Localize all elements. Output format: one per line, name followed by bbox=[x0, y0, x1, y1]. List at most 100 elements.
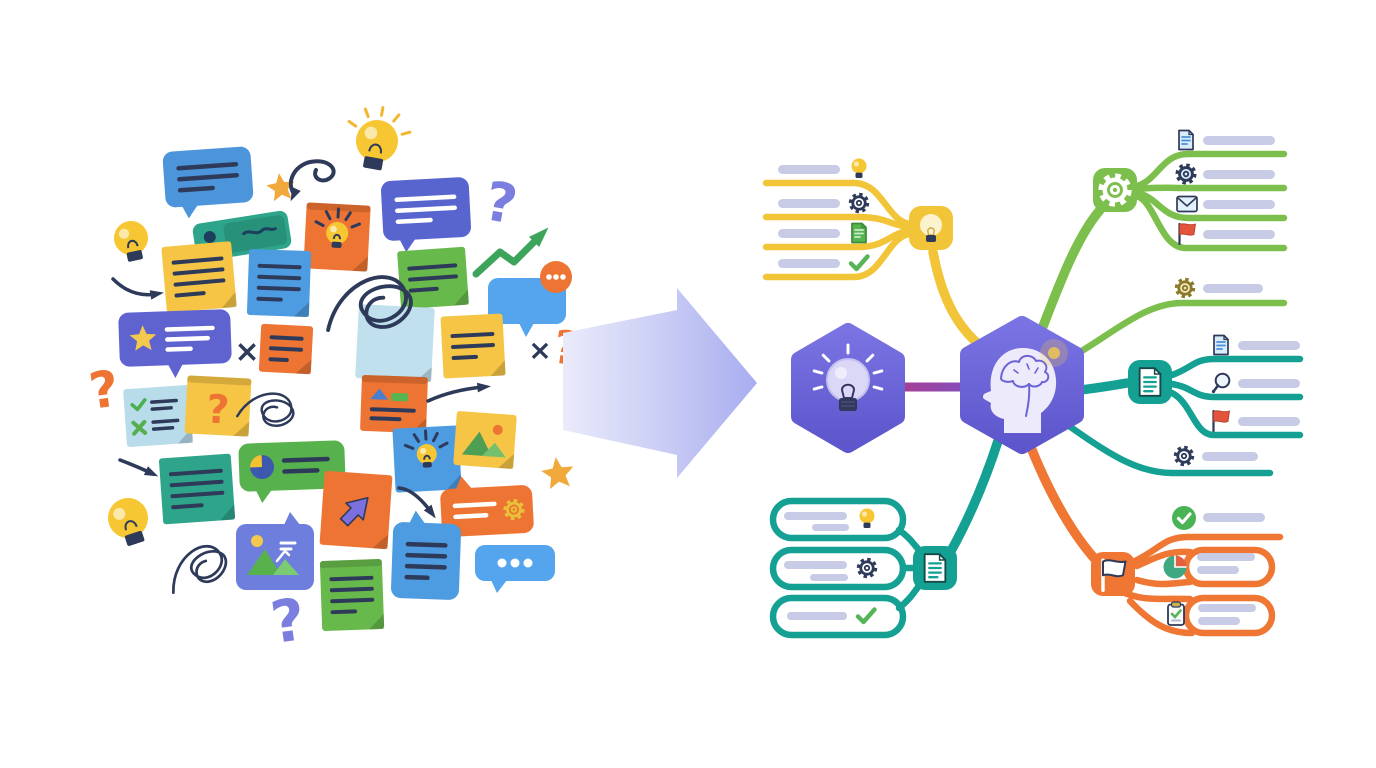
star-icon bbox=[541, 457, 574, 490]
curved-arrow bbox=[397, 486, 436, 519]
arrow-up-icon bbox=[339, 496, 369, 527]
check-green-icon bbox=[855, 607, 877, 625]
placeholder-text-bar bbox=[1203, 136, 1275, 145]
placeholder-text-bar bbox=[1198, 617, 1240, 625]
star-icon bbox=[266, 173, 295, 202]
placeholder-text-bar bbox=[1238, 341, 1300, 350]
branch-line bbox=[762, 213, 913, 231]
lightbulb-icon bbox=[108, 498, 148, 546]
lightbulb-icon bbox=[812, 343, 884, 411]
gear-navy-icon bbox=[856, 557, 878, 579]
gear-navy-icon bbox=[848, 192, 870, 214]
loop-arrow-icon bbox=[288, 159, 336, 202]
doc-blue-icon bbox=[1178, 129, 1194, 151]
lightbulb-icon bbox=[403, 429, 449, 468]
lightbulb-leaf-icon bbox=[859, 508, 875, 528]
check-green-icon bbox=[848, 254, 870, 272]
branch-top-left bbox=[762, 158, 953, 281]
check-circle-icon bbox=[1172, 506, 1196, 530]
lightbulb-icon bbox=[314, 207, 361, 248]
placeholder-text-bar bbox=[778, 199, 840, 208]
placeholder-text-bar bbox=[1238, 417, 1300, 426]
placeholder-text-bar bbox=[784, 512, 847, 520]
placeholder-text-bar bbox=[1238, 379, 1300, 388]
sticky-note bbox=[453, 411, 517, 470]
branch-line bbox=[1126, 597, 1196, 637]
branch-line bbox=[895, 526, 922, 553]
sticky-note: ? bbox=[184, 375, 252, 437]
sticky-note bbox=[392, 425, 462, 493]
gear-blue-icon bbox=[1175, 163, 1197, 185]
x-mark: × bbox=[528, 334, 551, 367]
branch-line bbox=[1168, 380, 1304, 401]
branch-line bbox=[1133, 150, 1288, 190]
chaotic-ideas-cluster: ?××???? bbox=[86, 106, 584, 657]
placeholder-text-bar bbox=[812, 524, 849, 531]
speech-bubble bbox=[380, 177, 472, 253]
mail-blue-icon bbox=[1176, 195, 1198, 213]
flag-white-icon bbox=[1101, 558, 1127, 592]
curved-arrow bbox=[111, 277, 164, 300]
lightbulb-icon bbox=[347, 106, 412, 171]
pie-icon bbox=[1163, 555, 1187, 579]
sticky-note bbox=[303, 202, 371, 272]
glow-highlight bbox=[1048, 347, 1060, 359]
speech-bubble bbox=[440, 476, 534, 537]
branch-line bbox=[762, 230, 913, 281]
placeholder-text-bar bbox=[1197, 553, 1255, 561]
x-mark: × bbox=[234, 335, 259, 370]
trend-up-arrow-icon bbox=[472, 227, 549, 278]
speech-bubble bbox=[162, 146, 254, 219]
branch-line bbox=[1168, 389, 1304, 439]
branch-line bbox=[1035, 205, 1105, 339]
branch-line bbox=[1131, 533, 1284, 565]
svg-text:×: × bbox=[234, 335, 259, 370]
sticky-note bbox=[123, 384, 193, 448]
clipboard-icon bbox=[1167, 601, 1185, 626]
flag-red-icon bbox=[1212, 409, 1230, 433]
speech-bubble bbox=[238, 440, 346, 504]
sticky-note bbox=[319, 559, 385, 631]
placeholder-text-bar bbox=[1202, 452, 1258, 461]
search-icon bbox=[1211, 372, 1231, 394]
placeholder-text-bar bbox=[784, 561, 847, 569]
flag-red-icon bbox=[1178, 222, 1196, 246]
sticky-note bbox=[161, 241, 237, 313]
sticky-note bbox=[319, 470, 393, 550]
scribble-doodle bbox=[171, 545, 228, 595]
image-icon bbox=[461, 424, 506, 458]
gear-olive-icon bbox=[1174, 277, 1196, 299]
branch-bottom-left-node bbox=[913, 546, 957, 590]
question-mark: ? bbox=[205, 386, 230, 433]
branch-line bbox=[1133, 189, 1288, 222]
image-icon bbox=[247, 535, 299, 575]
curved-arrow bbox=[118, 458, 159, 477]
big-right-arrow bbox=[563, 288, 757, 478]
branch-right bbox=[1048, 334, 1304, 477]
sticky-note bbox=[360, 374, 428, 434]
lightbulb-node-icon bbox=[920, 214, 942, 242]
sticky-note bbox=[246, 249, 312, 318]
sticky-note bbox=[397, 246, 469, 310]
branch-line bbox=[1075, 378, 1132, 395]
central-brain-hub bbox=[960, 316, 1084, 454]
speech-bubble bbox=[391, 510, 461, 600]
chat-dots-icon bbox=[540, 261, 572, 293]
placeholder-text-bar bbox=[1203, 284, 1263, 293]
curved-arrow bbox=[426, 382, 491, 403]
branch-line bbox=[1168, 355, 1304, 379]
speech-bubble bbox=[475, 545, 555, 593]
branch-line bbox=[1133, 576, 1194, 588]
placeholder-text-bar bbox=[1203, 170, 1275, 179]
sticky-note bbox=[440, 313, 506, 379]
doc-green-icon bbox=[851, 222, 867, 244]
gear-icon bbox=[503, 499, 525, 521]
placeholder-text-bar bbox=[810, 574, 848, 581]
branch-line bbox=[1133, 548, 1194, 570]
svg-text:×: × bbox=[528, 334, 551, 367]
sticky-note bbox=[158, 453, 236, 525]
placeholder-text-bar bbox=[787, 612, 847, 620]
branch-line bbox=[1182, 594, 1276, 637]
transform-arrow bbox=[563, 288, 757, 478]
